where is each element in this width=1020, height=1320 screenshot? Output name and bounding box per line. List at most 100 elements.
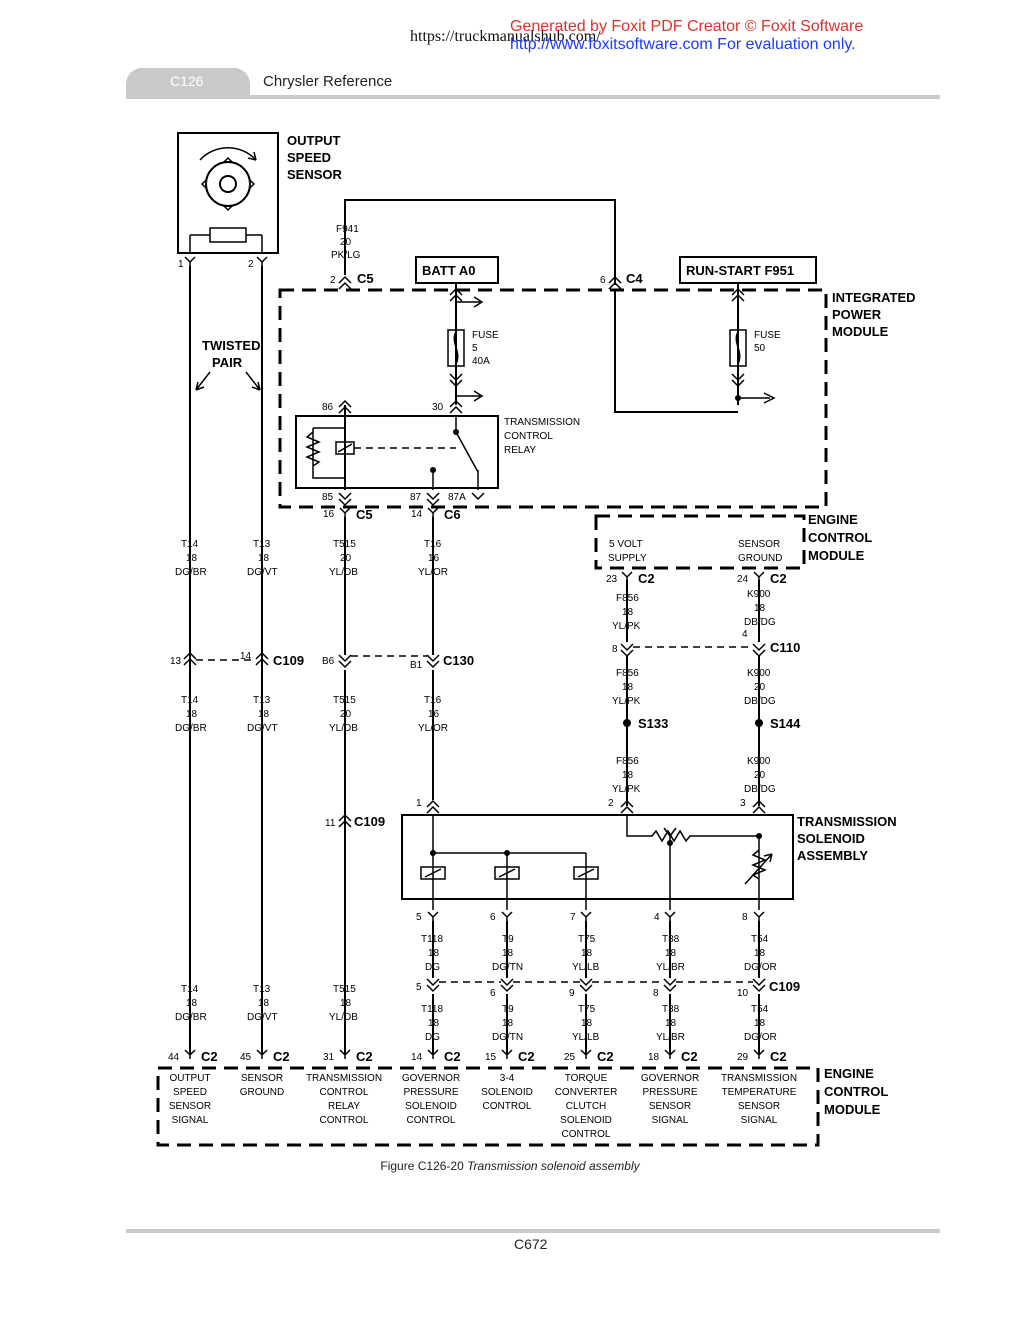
svg-text:SPEED: SPEED	[287, 150, 331, 165]
svg-text:16: 16	[323, 509, 335, 520]
svg-text:CONTROL: CONTROL	[320, 1115, 369, 1126]
svg-text:DG/OR: DG/OR	[744, 962, 777, 973]
svg-text:4: 4	[654, 912, 660, 923]
svg-text:5: 5	[416, 982, 422, 993]
svg-text:DB/DG: DB/DG	[744, 696, 776, 707]
svg-text:5: 5	[416, 912, 422, 923]
svg-text:14: 14	[411, 1052, 423, 1063]
svg-text:20: 20	[754, 682, 766, 693]
svg-text:1: 1	[416, 798, 422, 809]
svg-text:C5: C5	[356, 507, 373, 522]
svg-text:YL/DB: YL/DB	[329, 1012, 358, 1023]
svg-text:20: 20	[340, 709, 352, 720]
svg-text:BATT A0: BATT A0	[422, 263, 475, 278]
svg-text:RELAY: RELAY	[328, 1101, 360, 1112]
engine-control-module-top: 5 VOLT SUPPLY SENSOR GROUND ENGINE CONTR…	[594, 512, 872, 570]
svg-text:18: 18	[754, 948, 766, 959]
svg-text:MODULE: MODULE	[824, 1102, 881, 1117]
svg-text:C2: C2	[518, 1049, 535, 1064]
svg-text:MODULE: MODULE	[832, 324, 889, 339]
svg-text:DG/TN: DG/TN	[492, 962, 523, 973]
svg-text:YL/OR: YL/OR	[418, 723, 448, 734]
svg-text:DG/BR: DG/BR	[175, 567, 207, 578]
svg-text:5: 5	[472, 343, 478, 354]
svg-text:C2: C2	[770, 1049, 787, 1064]
svg-text:B6: B6	[322, 656, 335, 667]
svg-text:SOLENOID: SOLENOID	[560, 1115, 612, 1126]
svg-text:GOVERNOR: GOVERNOR	[402, 1073, 460, 1084]
svg-text:SENSOR: SENSOR	[169, 1101, 211, 1112]
svg-text:T515: T515	[333, 984, 356, 995]
header-rule	[126, 95, 940, 99]
svg-text:SENSOR: SENSOR	[287, 167, 343, 182]
svg-text:RUN-START F951: RUN-START F951	[686, 263, 794, 278]
svg-text:YL/LB: YL/LB	[572, 1032, 600, 1043]
svg-text:CONVERTER: CONVERTER	[555, 1087, 618, 1098]
page-number: C672	[514, 1236, 548, 1252]
svg-text:C2: C2	[597, 1049, 614, 1064]
svg-text:SUPPLY: SUPPLY	[608, 553, 647, 564]
svg-text:C2: C2	[638, 571, 655, 586]
svg-text:18: 18	[754, 1018, 766, 1029]
svg-text:T38: T38	[662, 1004, 680, 1015]
svg-text:C2: C2	[681, 1049, 698, 1064]
run-start-source: RUN-START F951	[679, 256, 817, 284]
svg-text:40A: 40A	[472, 356, 490, 367]
svg-text:8: 8	[653, 988, 659, 999]
page-title: Chrysler Reference	[263, 73, 393, 90]
svg-text:F856: F856	[616, 668, 639, 679]
svg-text:GOVERNOR: GOVERNOR	[641, 1073, 699, 1084]
svg-text:T13: T13	[253, 695, 271, 706]
svg-text:2: 2	[330, 275, 336, 286]
svg-text:F856: F856	[616, 756, 639, 767]
svg-text:18: 18	[428, 1018, 440, 1029]
svg-text:11: 11	[325, 818, 336, 829]
svg-text:YL/BR: YL/BR	[656, 962, 685, 973]
svg-text:YL/OR: YL/OR	[418, 567, 448, 578]
svg-text:T118: T118	[421, 934, 443, 945]
svg-text:45: 45	[240, 1052, 252, 1063]
svg-text:CONTROL: CONTROL	[407, 1115, 456, 1126]
svg-text:18: 18	[622, 607, 634, 618]
watermark-link[interactable]: http://www.foxitsoftware.com For evaluat…	[510, 36, 856, 53]
svg-text:18: 18	[428, 948, 440, 959]
svg-text:C130: C130	[443, 653, 474, 668]
svg-text:44: 44	[168, 1052, 180, 1063]
svg-text:T14: T14	[181, 984, 199, 995]
svg-text:15: 15	[485, 1052, 497, 1063]
svg-text:DG/VT: DG/VT	[247, 567, 278, 578]
svg-text:K900: K900	[747, 589, 771, 600]
svg-text:3: 3	[740, 798, 746, 809]
svg-text:RELAY: RELAY	[504, 445, 536, 456]
svg-text:INTEGRATED: INTEGRATED	[832, 290, 916, 305]
transmission-control-relay: TRANSMISSION CONTROL RELAY	[295, 415, 580, 490]
svg-text:DB/DG: DB/DG	[744, 784, 776, 795]
svg-text:14: 14	[240, 651, 252, 662]
svg-text:YL/LB: YL/LB	[572, 962, 600, 973]
svg-text:YL/DB: YL/DB	[329, 567, 358, 578]
output-speed-sensor: OUTPUT SPEED SENSOR	[177, 132, 343, 254]
svg-text:PAIR: PAIR	[212, 355, 243, 370]
svg-text:CONTROL: CONTROL	[808, 530, 872, 545]
svg-text:5 VOLT: 5 VOLT	[609, 539, 643, 550]
svg-text:18: 18	[186, 998, 198, 1009]
svg-text:C6: C6	[444, 507, 461, 522]
svg-text:16: 16	[428, 553, 440, 564]
svg-text:C109: C109	[354, 814, 385, 829]
svg-text:18: 18	[186, 553, 198, 564]
svg-text:T9: T9	[502, 934, 514, 945]
svg-text:20: 20	[754, 770, 766, 781]
svg-text:CONTROL: CONTROL	[483, 1101, 532, 1112]
svg-text:C109: C109	[769, 979, 800, 994]
svg-text:6: 6	[490, 988, 496, 999]
svg-text:18: 18	[340, 998, 352, 1009]
svg-text:2: 2	[608, 798, 614, 809]
svg-text:18: 18	[186, 709, 198, 720]
svg-text:SIGNAL: SIGNAL	[652, 1115, 689, 1126]
svg-text:18: 18	[258, 553, 270, 564]
svg-text:DG: DG	[425, 962, 440, 973]
svg-text:DG/TN: DG/TN	[492, 1032, 523, 1043]
svg-text:SIGNAL: SIGNAL	[172, 1115, 209, 1126]
svg-text:C5: C5	[357, 271, 374, 286]
